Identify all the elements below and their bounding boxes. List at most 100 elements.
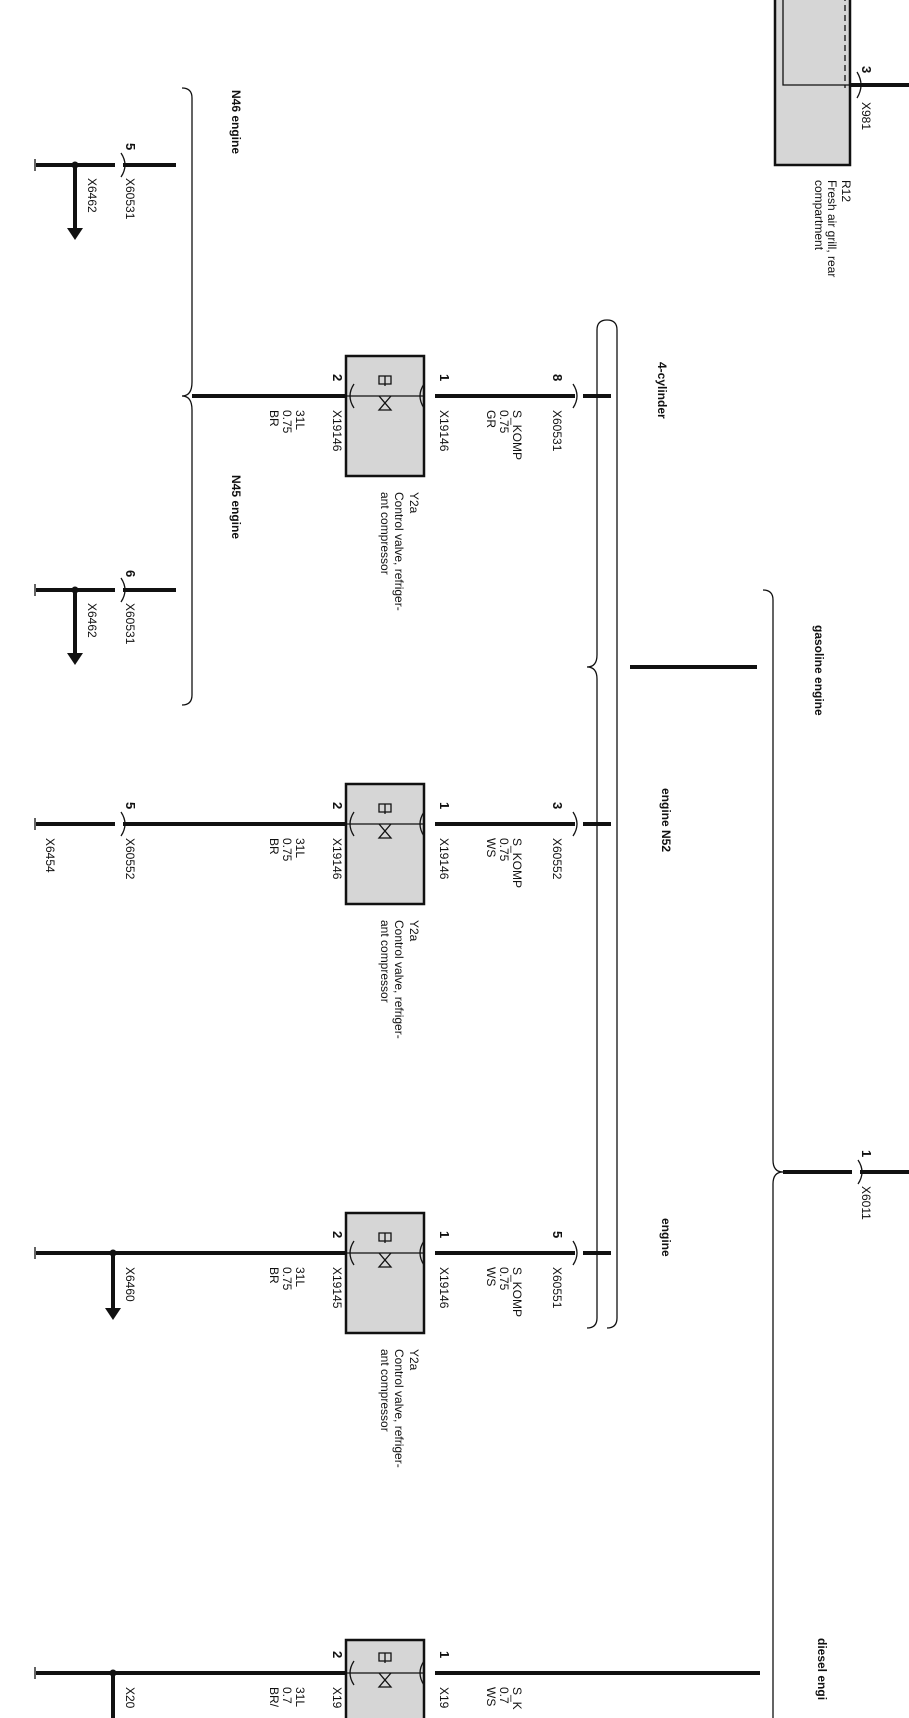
valve-1-top-color: GR bbox=[484, 410, 498, 428]
valve-3-id: Y2a bbox=[407, 1349, 421, 1371]
n45-connector: X60531 bbox=[123, 603, 137, 645]
component-r12: 3 X981 R12 Fresh air grill, rear compart… bbox=[773, 0, 909, 277]
valve-2-bot-signal: 31L bbox=[293, 838, 307, 858]
valve-2-bot-gauge: 0.75 bbox=[280, 838, 294, 862]
valve-3-top-signal: S_KOMP bbox=[510, 1267, 524, 1317]
bracket-gasoline-label: gasoline engine bbox=[812, 625, 826, 716]
valve-4-pin1: 1 bbox=[437, 1651, 452, 1658]
valve-3-top-pin: 5 bbox=[550, 1231, 565, 1238]
valve-2-bot-pin: 5 bbox=[123, 802, 138, 809]
valve-3-pin2-conn: X19145 bbox=[330, 1267, 344, 1309]
valve-2-pin2: 2 bbox=[330, 802, 345, 809]
valve-2-pin1-conn: X19146 bbox=[437, 838, 451, 880]
valve-3-pin1: 1 bbox=[437, 1231, 452, 1238]
ground-n45: 6 X60531 X6462 bbox=[34, 570, 176, 665]
valve-2-bot-color: BR bbox=[267, 838, 281, 855]
valve-4-ground: X20 bbox=[123, 1687, 137, 1709]
valve-1-desc-1: Control valve, refriger- bbox=[392, 492, 406, 611]
valve-4-top-gauge: 0.7 bbox=[497, 1687, 511, 1704]
gasoline-bracket: gasoline engine engine N52 engine diesel… bbox=[659, 589, 829, 1718]
valve-1-top-pin: 8 bbox=[550, 374, 565, 381]
n46-pin: 5 bbox=[123, 143, 138, 150]
n46-n45-bracket: N46 engine N45 engine bbox=[181, 87, 243, 706]
bracket-4cyl-label: 4-cylinder bbox=[655, 362, 669, 419]
n46-connector: X60531 bbox=[123, 178, 137, 220]
valve-2-pin2-conn: X19146 bbox=[330, 838, 344, 880]
valve-y2a-2: 3 X60552 S_KOMP 0.75 WS 1 X19146 2 X1914… bbox=[34, 782, 611, 1039]
x6011-branch: 1 X6011 bbox=[783, 1150, 909, 1220]
valve-3-bot-signal: 31L bbox=[293, 1267, 307, 1287]
bracket-n52-label: engine N52 bbox=[659, 788, 673, 852]
x6011-connector: X6011 bbox=[859, 1186, 873, 1220]
valve-4-pin2: 2 bbox=[330, 1651, 345, 1658]
valve-4-bot-color: BR/ bbox=[267, 1687, 281, 1708]
r12-pin: 3 bbox=[859, 66, 874, 73]
valve-3-pin1-conn: X19146 bbox=[437, 1267, 451, 1309]
valve-y2a-1: 8 X60531 S_KOMP 0.75 GR 1 X19146 2 X1914… bbox=[192, 354, 611, 611]
valve-4-top-color: WS bbox=[484, 1687, 498, 1706]
valve-2-id: Y2a bbox=[407, 920, 421, 942]
valve-1-bot-signal: 31L bbox=[293, 410, 307, 430]
valve-2-box[interactable] bbox=[344, 782, 426, 906]
valve-2-desc-1: Control valve, refriger- bbox=[392, 920, 406, 1039]
valve-3-desc-2: ant compressor bbox=[378, 1349, 392, 1432]
valve-1-pin1-conn: X19146 bbox=[437, 410, 451, 452]
valve-3-top-gauge: 0.75 bbox=[497, 1267, 511, 1291]
valve-3-pin2: 2 bbox=[330, 1231, 345, 1238]
valve-1-pin2-conn: X19146 bbox=[330, 410, 344, 452]
ground-n46: 5 X60531 X6462 bbox=[34, 143, 176, 240]
valve-1-top-conn: X60531 bbox=[550, 410, 564, 452]
valve-3-desc-1: Control valve, refriger- bbox=[392, 1349, 406, 1468]
x6011-pin: 1 bbox=[859, 1150, 874, 1157]
valve-y2a-4: 1 X19 S_K 0.7 WS 2 X19 31L 0.7 BR/ X20 bbox=[34, 1638, 760, 1718]
valve-1-id: Y2a bbox=[407, 492, 421, 514]
n45-ground: X6462 bbox=[85, 603, 99, 638]
valve-1-top-signal: S_KOMP bbox=[510, 410, 524, 460]
valve-2-pin1: 1 bbox=[437, 802, 452, 809]
valve-2-bot-conn: X60552 bbox=[123, 838, 137, 880]
valve-3-top-color: WS bbox=[484, 1267, 498, 1286]
valve-4-pin1-conn: X19 bbox=[437, 1687, 451, 1709]
valve-2-top-pin: 3 bbox=[550, 802, 565, 809]
valve-1-box[interactable] bbox=[344, 354, 426, 478]
valve-4-pin2-conn: X19 bbox=[330, 1687, 344, 1709]
n45-pin: 6 bbox=[123, 570, 138, 577]
valve-y2a-3: 5 X60551 S_KOMP 0.75 WS 1 X19146 2 X1914… bbox=[34, 1211, 611, 1468]
valve-4-bot-gauge: 0.7 bbox=[280, 1687, 294, 1704]
valve-2-ground: X6454 bbox=[43, 838, 57, 873]
r12-desc-1: Fresh air grill, rear bbox=[825, 180, 839, 277]
valve-4-box[interactable] bbox=[344, 1638, 426, 1718]
valve-3-ground: X6460 bbox=[123, 1267, 137, 1302]
valve-2-top-gauge: 0.75 bbox=[497, 838, 511, 862]
valve-1-top-gauge: 0.75 bbox=[497, 410, 511, 434]
ground-arrow-icon bbox=[105, 1308, 121, 1320]
four-cylinder-bracket: 4-cylinder bbox=[586, 319, 669, 1329]
n46-ground: X6462 bbox=[85, 178, 99, 213]
valve-2-top-color: WS bbox=[484, 838, 498, 857]
valve-4-top-signal: S_K bbox=[510, 1687, 524, 1710]
valve-1-bot-gauge: 0.75 bbox=[280, 410, 294, 434]
valve-4-bot-signal: 31L bbox=[293, 1687, 307, 1707]
valve-3-top-conn: X60551 bbox=[550, 1267, 564, 1309]
valve-3-bot-color: BR bbox=[267, 1267, 281, 1284]
r12-id: R12 bbox=[839, 180, 853, 202]
valve-3-box[interactable] bbox=[344, 1211, 426, 1335]
valve-3-bot-gauge: 0.75 bbox=[280, 1267, 294, 1291]
valve-1-pin2: 2 bbox=[330, 374, 345, 381]
bracket-engine-label: engine bbox=[659, 1218, 673, 1257]
valve-1-desc-2: ant compressor bbox=[378, 492, 392, 575]
bracket-diesel-label: diesel engi bbox=[815, 1638, 829, 1700]
bracket-n45-label: N45 engine bbox=[229, 475, 243, 539]
valve-1-bot-color: BR bbox=[267, 410, 281, 427]
r12-connector: X981 bbox=[859, 102, 873, 130]
valve-2-top-signal: S_KOMP bbox=[510, 838, 524, 888]
ground-arrow-icon bbox=[67, 228, 83, 240]
valve-2-desc-2: ant compressor bbox=[378, 920, 392, 1003]
valve-1-pin1: 1 bbox=[437, 374, 452, 381]
r12-box[interactable] bbox=[773, 0, 852, 167]
valve-2-top-conn: X60552 bbox=[550, 838, 564, 880]
r12-desc-2: compartment bbox=[812, 180, 826, 251]
bracket-n46-label: N46 engine bbox=[229, 90, 243, 154]
ground-arrow-icon bbox=[67, 653, 83, 665]
